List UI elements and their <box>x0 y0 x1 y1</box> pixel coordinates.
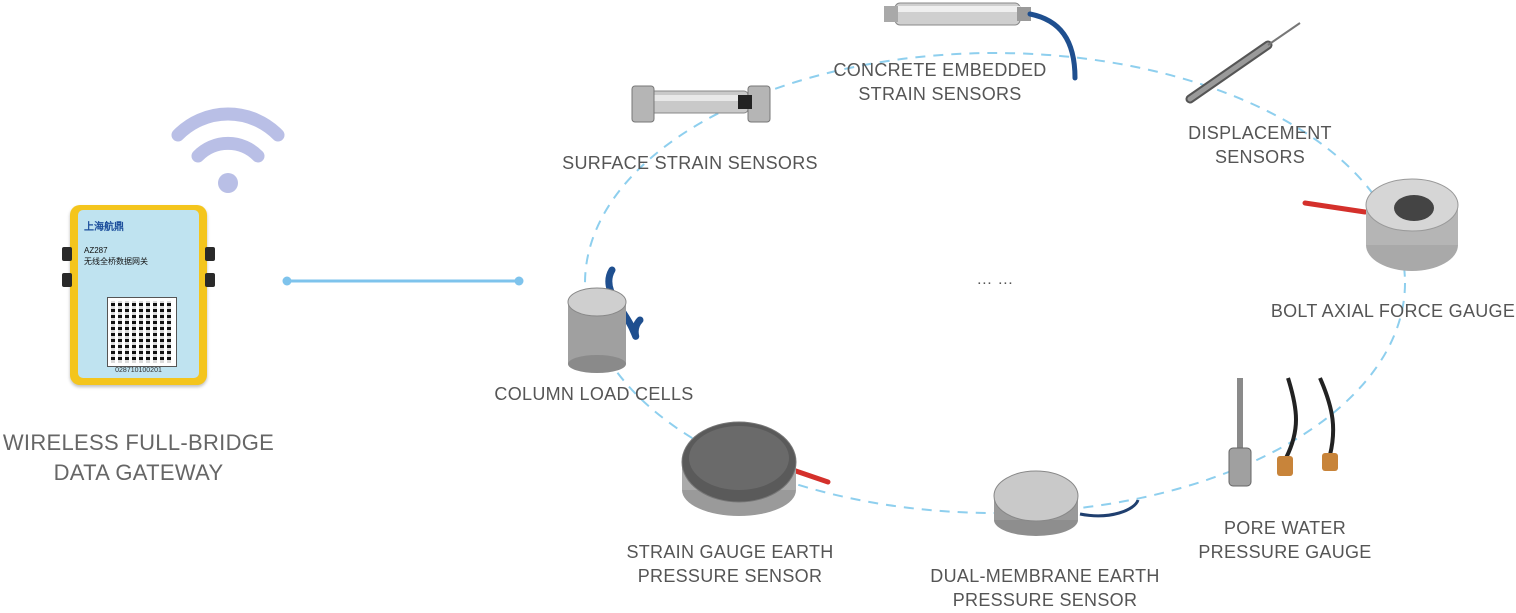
gateway-brand: 上海航鼎 <box>84 222 124 233</box>
concrete-strain-sensor-image <box>884 2 1078 81</box>
gateway-model: AZ287 无线全桥数据网关 <box>84 246 148 266</box>
bolt-axial-force-gauge-image <box>1302 178 1459 271</box>
column-load-cell-image <box>567 266 644 373</box>
label-dual-membrane-earth-pressure-sensor: DUAL-MEMBRANE EARTH PRESSURE SENSOR <box>930 566 1160 610</box>
gateway-device: 上海航鼎 AZ287 无线全桥数据网关 028710100201 <box>62 205 215 385</box>
gateway-label: WIRELESS FULL-BRIDGE DATA GATEWAY <box>2 430 275 485</box>
wifi-icon <box>171 107 285 163</box>
label-surface-strain-sensors: SURFACE STRAIN SENSORS <box>562 153 818 173</box>
qr-code <box>107 297 177 367</box>
ellipsis-more: … … <box>976 271 1014 288</box>
gateway-panel: 上海航鼎 AZ287 无线全桥数据网关 028710100201 <box>78 210 199 378</box>
label-column-load-cells: COLUMN LOAD CELLS <box>494 384 694 404</box>
link-end-dot <box>514 276 524 286</box>
label-strain-gauge-earth-pressure-sensor: STRAIN GAUGE EARTH PRESSURE SENSOR <box>626 542 834 586</box>
label-concrete-embedded-strain-sensors: CONCRETE EMBEDDED STRAIN SENSORS <box>833 60 1047 104</box>
displacement-sensor-image <box>1185 22 1301 104</box>
dual-membrane-sensor-image <box>993 470 1140 536</box>
strain-gauge-sensor-image <box>681 421 831 516</box>
gateway-serial: 028710100201 <box>115 367 162 374</box>
label-bolt-axial-force-gauge: BOLT AXIAL FORCE GAUGE <box>1270 301 1516 321</box>
link-start-dot <box>282 276 292 286</box>
label-displacement-sensors: DISPLACEMENT SENSORS <box>1188 123 1332 167</box>
pore-water-pressure-gauge-image <box>1228 377 1338 487</box>
surface-strain-sensor-image <box>631 85 771 123</box>
label-pore-water-pressure-gauge: PORE WATER PRESSURE GAUGE <box>1198 518 1372 562</box>
